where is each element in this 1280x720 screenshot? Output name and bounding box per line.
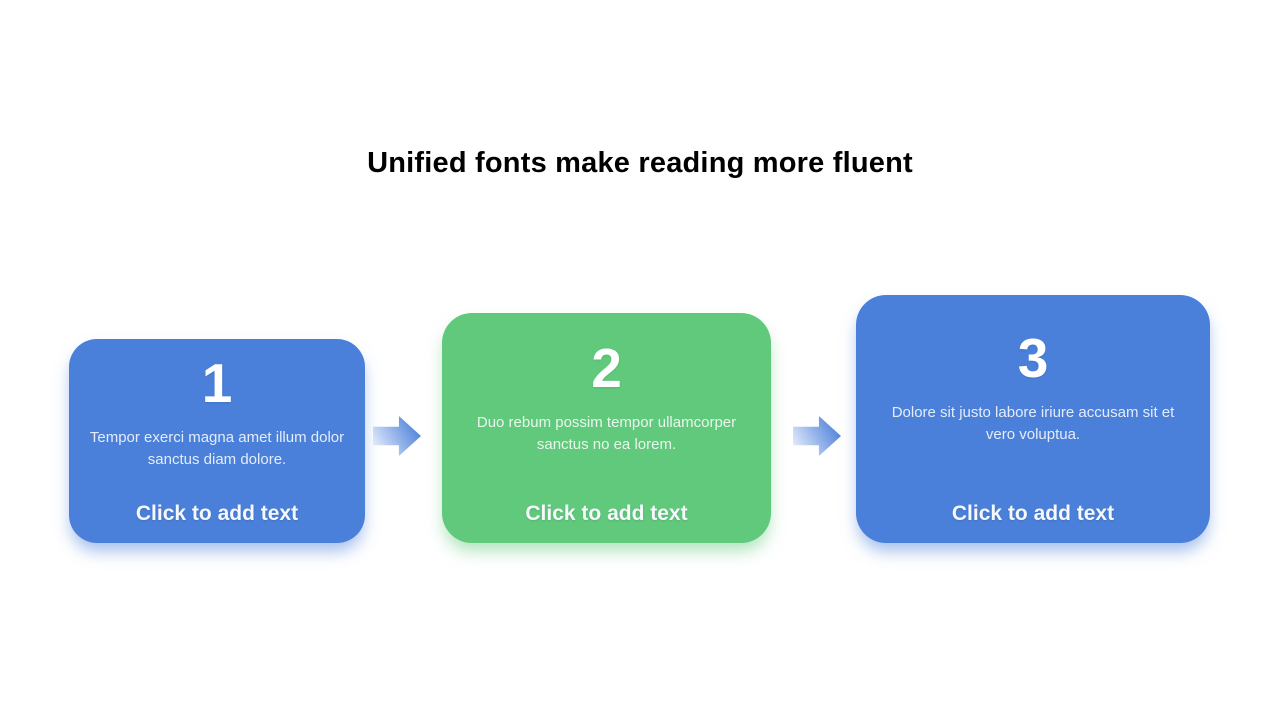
step-number-1: 1 (201, 352, 233, 414)
step-card-2: 2 Duo rebum possim tempor ullamcorper sa… (442, 313, 771, 543)
step-body-3: Dolore sit justo labore iriure accusam s… (891, 404, 1175, 443)
text-placeholder-1[interactable]: Click to add text (135, 502, 299, 525)
text-placeholder-2[interactable]: Click to add text (525, 502, 688, 525)
arrow-right-icon (793, 416, 841, 456)
slide-title: Unified fonts make reading more fluent (367, 147, 913, 179)
step-number-2: 2 (591, 337, 622, 399)
step-number-3: 3 (1017, 327, 1049, 389)
step-card-1: 1 Tempor exerci magna amet illum dolor s… (69, 339, 365, 543)
step-body-2: Duo rebum possim tempor ullamcorper sanc… (476, 414, 737, 453)
arrow-right-icon (373, 416, 421, 456)
step-card-3: 3 Dolore sit justo labore iriure accusam… (856, 295, 1210, 543)
text-placeholder-3[interactable]: Click to add text (951, 502, 1115, 525)
step-body-1: Tempor exerci magna amet illum dolor san… (89, 429, 345, 468)
